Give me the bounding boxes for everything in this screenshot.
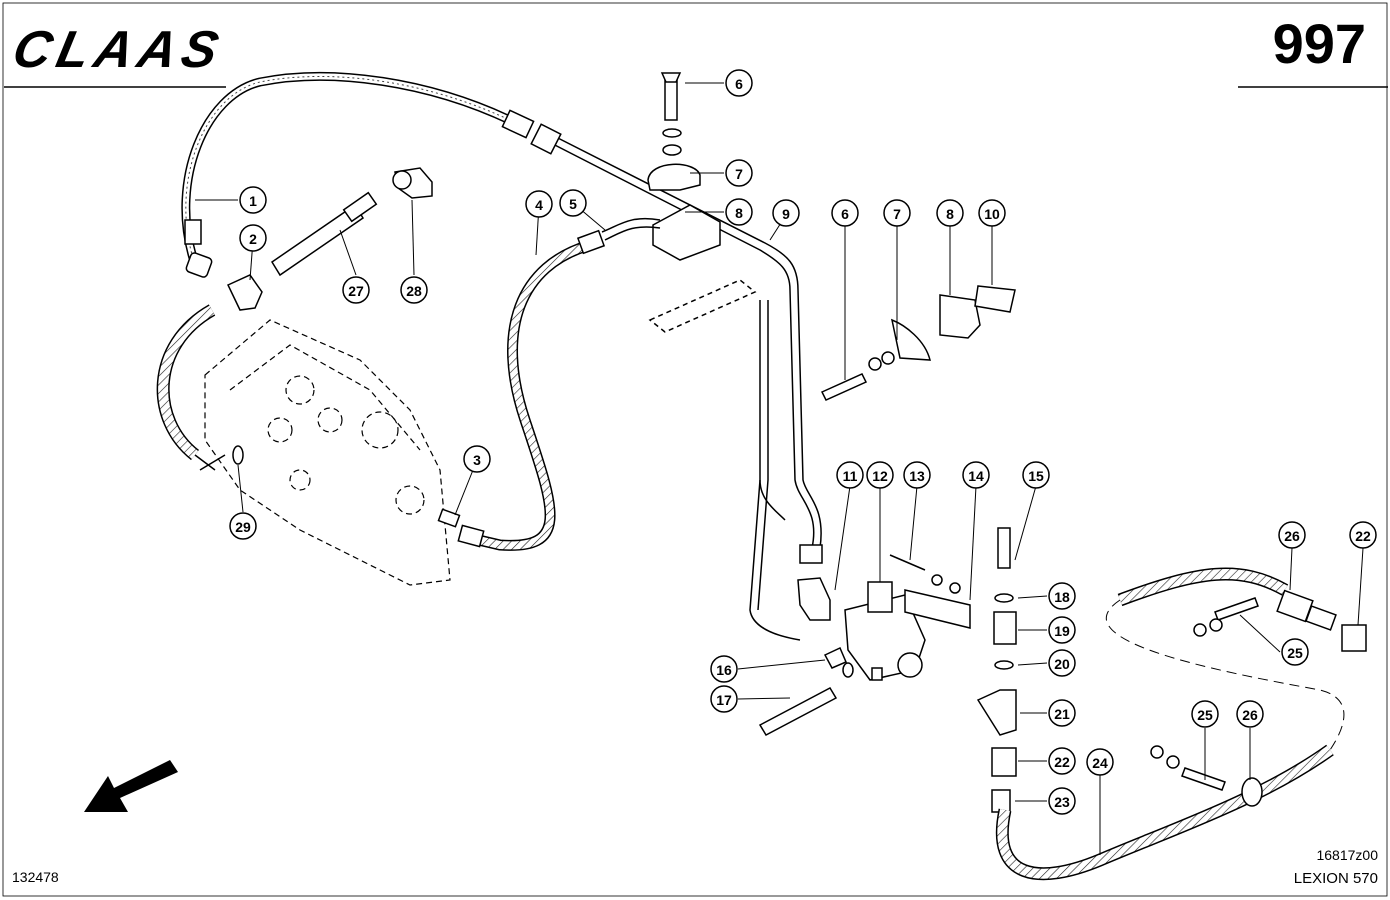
callout-11: 11 — [836, 461, 864, 489]
callout-label: 3 — [473, 452, 481, 468]
callout-label: 6 — [735, 76, 743, 92]
callout-10: 10 — [978, 199, 1006, 227]
valve-assembly — [758, 285, 1017, 813]
callout-22: 22 — [1349, 521, 1377, 549]
callout-29: 29 — [229, 512, 257, 540]
callout-21: 21 — [1048, 699, 1076, 727]
callout-28: 28 — [400, 276, 428, 304]
callout-label: 8 — [946, 206, 954, 222]
callout-label: 24 — [1092, 755, 1108, 771]
callout-label: 28 — [406, 283, 422, 299]
callout-6: 6 — [725, 69, 753, 97]
callout-24: 24 — [1086, 748, 1114, 776]
drawing-number: 16817z00 — [1316, 847, 1378, 863]
callout-16: 16 — [710, 655, 738, 683]
hose-1 — [181, 72, 535, 278]
callout-label: 26 — [1242, 707, 1258, 723]
callout-label: 1 — [249, 193, 257, 209]
callout-label: 20 — [1054, 656, 1070, 672]
callout-8: 8 — [725, 198, 753, 226]
callout-22: 22 — [1048, 747, 1076, 775]
callout-17: 17 — [710, 685, 738, 713]
page-number: 997 — [1272, 12, 1366, 75]
callout-label: 26 — [1284, 528, 1300, 544]
callout-label: 27 — [348, 283, 364, 299]
callout-label: 8 — [735, 205, 743, 221]
callout-label: 10 — [984, 206, 1000, 222]
callout-1: 1 — [239, 186, 267, 214]
callout-25: 25 — [1191, 700, 1219, 728]
callout-19: 19 — [1048, 616, 1076, 644]
callout-7: 7 — [725, 159, 753, 187]
model-name: LEXION 570 — [1293, 870, 1378, 887]
callout-label: 18 — [1054, 589, 1070, 605]
callout-label: 11 — [843, 468, 858, 484]
callout-2: 2 — [239, 224, 267, 252]
callout-label: 21 — [1054, 706, 1070, 722]
callout-15: 15 — [1022, 461, 1050, 489]
callout-label: 16 — [716, 662, 732, 678]
reference-number: 132478 — [12, 869, 59, 885]
callout-9: 9 — [772, 199, 800, 227]
callout-23: 23 — [1048, 787, 1076, 815]
callout-8: 8 — [936, 199, 964, 227]
callout-label: 13 — [909, 468, 925, 484]
callout-label: 22 — [1054, 754, 1070, 770]
callout-label: 29 — [235, 519, 251, 535]
parts-27-28 — [270, 167, 433, 277]
callout-27: 27 — [342, 276, 370, 304]
callout-26: 26 — [1236, 700, 1264, 728]
callout-4: 4 — [525, 190, 553, 218]
callout-3: 3 — [463, 445, 491, 473]
hose-29 — [156, 304, 244, 471]
callout-label: 19 — [1054, 623, 1070, 639]
callout-7: 7 — [883, 199, 911, 227]
pump-housing — [204, 319, 451, 586]
callout-label: 17 — [716, 692, 732, 708]
callout-label: 4 — [535, 197, 543, 213]
fittings-2-3 — [226, 274, 461, 528]
clamp-assembly-top — [647, 72, 757, 333]
callout-18: 18 — [1048, 582, 1076, 610]
callout-6: 6 — [831, 199, 859, 227]
callout-25: 25 — [1281, 638, 1309, 666]
callout-label: 14 — [968, 468, 984, 484]
callout-14: 14 — [962, 461, 990, 489]
callout-26: 26 — [1278, 521, 1306, 549]
callout-20: 20 — [1048, 649, 1076, 677]
callout-label: 2 — [249, 231, 257, 247]
callout-label: 5 — [569, 196, 577, 212]
callout-5: 5 — [559, 189, 587, 217]
callout-12: 12 — [866, 461, 894, 489]
callout-label: 23 — [1054, 794, 1070, 810]
callout-label: 7 — [735, 166, 743, 182]
callout-label: 6 — [841, 206, 849, 222]
hose-24 — [995, 567, 1367, 881]
direction-arrow-icon — [84, 760, 178, 812]
callout-label: 25 — [1287, 645, 1303, 661]
callout-label: 15 — [1028, 468, 1044, 484]
callout-label: 25 — [1197, 707, 1213, 723]
hose-4 — [457, 218, 661, 551]
callout-label: 12 — [872, 468, 888, 484]
pipe-9 — [530, 123, 822, 641]
callout-label: 9 — [782, 206, 790, 222]
callout-label: 7 — [893, 206, 901, 222]
callout-label: 22 — [1355, 528, 1371, 544]
callout-13: 13 — [903, 461, 931, 489]
